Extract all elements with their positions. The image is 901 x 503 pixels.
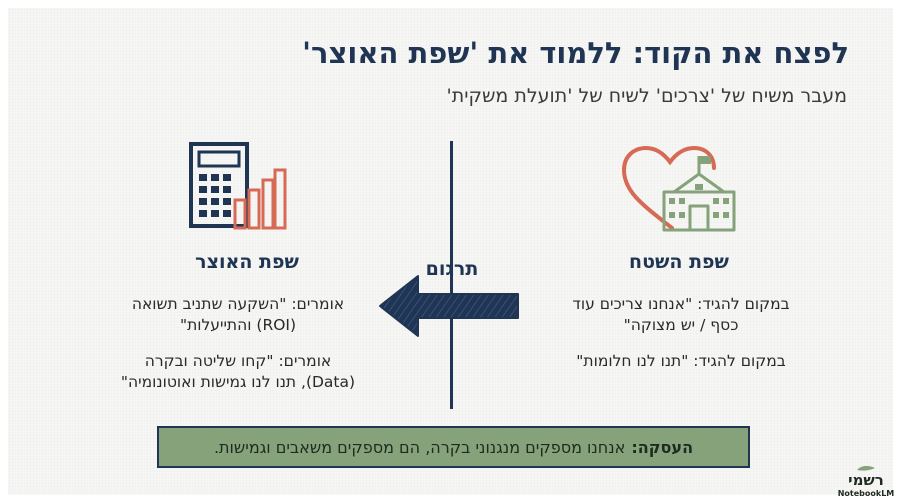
calculator-bar-chart-icon <box>189 142 287 230</box>
leaf-icon <box>857 465 875 471</box>
brand-logo: רשמי NotebookLM <box>836 464 896 498</box>
slide: לפצח את הקוד: ללמוד את 'שפת האוצר' מעבר … <box>8 8 896 498</box>
deal-label: העסקה: <box>631 437 694 457</box>
left-item-1: אומרים: "השקעה שתניב תשואה (ROI) והתייעל… <box>131 295 345 334</box>
slide-subtitle: מעבר משיח של 'צרכים' לשיח של 'תועלת משקי… <box>446 85 847 107</box>
translation-label: תרגום <box>425 258 479 280</box>
heart-school-icon <box>621 145 736 232</box>
deal-text: אנחנו מספקים מנגנוני בקרה, הם מספקים משא… <box>213 437 626 457</box>
slide-title: לפצח את הקוד: ללמוד את 'שפת האוצר' <box>302 36 849 70</box>
center-divider <box>450 141 453 409</box>
left-item-2: אומרים: "קחו שליטה ובקרה (Data), תנו לנו… <box>120 352 356 391</box>
left-arrow-icon <box>379 275 519 337</box>
right-item-1: במקום להגיד: "אנחנו צריכים עוד כסף / יש … <box>572 295 790 334</box>
brand-sub: NotebookLM <box>837 489 895 498</box>
right-item-2: במקום להגיד: "תנו לנו חלומות" <box>576 352 786 370</box>
deal-box: העסקה: אנחנו מספקים מנגנוני בקרה, הם מספ… <box>157 426 750 468</box>
brand-name: רשמי <box>848 471 884 489</box>
right-heading: שפת השטח <box>629 251 729 273</box>
left-heading: שפת האוצר <box>195 251 299 273</box>
